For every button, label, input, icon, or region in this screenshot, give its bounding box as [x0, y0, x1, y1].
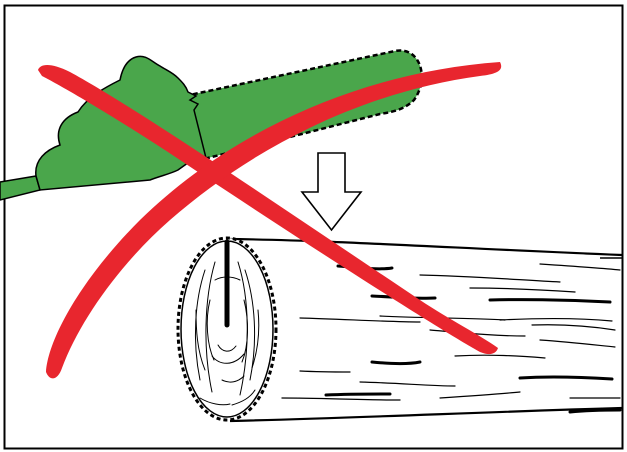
warning-illustration [0, 0, 627, 452]
